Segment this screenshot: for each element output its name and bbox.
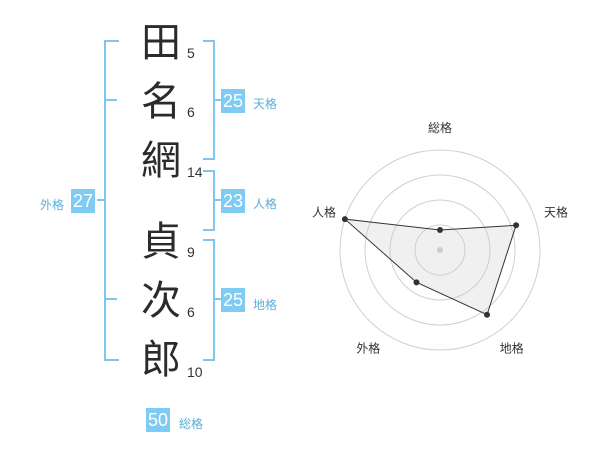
radar-point-4 bbox=[413, 279, 420, 286]
radar-point-5 bbox=[341, 216, 348, 223]
radar-point-1 bbox=[437, 227, 443, 233]
stroke-count-1: 5 bbox=[187, 45, 195, 61]
radar-data-polygon bbox=[343, 218, 517, 316]
stroke-count-3: 14 bbox=[187, 164, 203, 180]
stroke-count-2: 6 bbox=[187, 104, 195, 120]
name-char-5: 次 bbox=[141, 278, 181, 324]
stroke-count-5: 6 bbox=[187, 304, 195, 320]
radar-point-3 bbox=[484, 311, 491, 318]
tenkaku-connector bbox=[213, 99, 221, 101]
gaikaku-label: 外格 bbox=[40, 198, 65, 212]
radar-center-dot bbox=[437, 247, 443, 253]
gaikaku-bracket-tick bbox=[104, 298, 117, 300]
chikaku-value: 25 bbox=[221, 288, 246, 312]
radar-grid-ring bbox=[389, 199, 491, 301]
tenkaku-label: 天格 bbox=[253, 97, 278, 111]
soukaku-value: 50 bbox=[146, 408, 171, 432]
radar-axis-label-2: 天格 bbox=[544, 204, 568, 219]
radar-axis-label-4: 外格 bbox=[356, 341, 380, 356]
chikaku-connector bbox=[213, 298, 221, 300]
chikaku-bracket bbox=[203, 239, 215, 361]
gaikaku-value: 27 bbox=[71, 189, 96, 213]
jinkaku-label: 人格 bbox=[253, 197, 278, 211]
radar-axis-label-1: 総格 bbox=[428, 120, 452, 135]
tenkaku-value: 25 bbox=[221, 89, 246, 113]
name-char-3: 網 bbox=[141, 138, 181, 184]
radar-grid-ring bbox=[364, 174, 516, 326]
radar-point-2 bbox=[513, 222, 520, 229]
soukaku-label: 総格 bbox=[179, 417, 204, 431]
name-char-1: 田 bbox=[141, 20, 181, 66]
radar-grid-ring bbox=[339, 149, 541, 351]
gaikaku-bracket bbox=[104, 40, 119, 361]
gaikaku-bracket-tick bbox=[104, 99, 117, 101]
radar-axis-label-3: 地格 bbox=[500, 341, 524, 356]
name-char-6: 郎 bbox=[141, 337, 181, 383]
name-char-2: 名 bbox=[141, 79, 181, 125]
jinkaku-value: 23 bbox=[221, 189, 246, 213]
stroke-count-6: 10 bbox=[187, 364, 203, 380]
radar-axis-label-5: 人格 bbox=[312, 204, 336, 219]
gaikaku-connector bbox=[97, 199, 105, 201]
chikaku-label: 地格 bbox=[253, 298, 278, 312]
jinkaku-connector bbox=[213, 199, 221, 201]
name-char-4: 貞 bbox=[141, 219, 181, 265]
radar-grid-ring bbox=[414, 224, 466, 276]
stroke-count-4: 9 bbox=[187, 244, 195, 260]
